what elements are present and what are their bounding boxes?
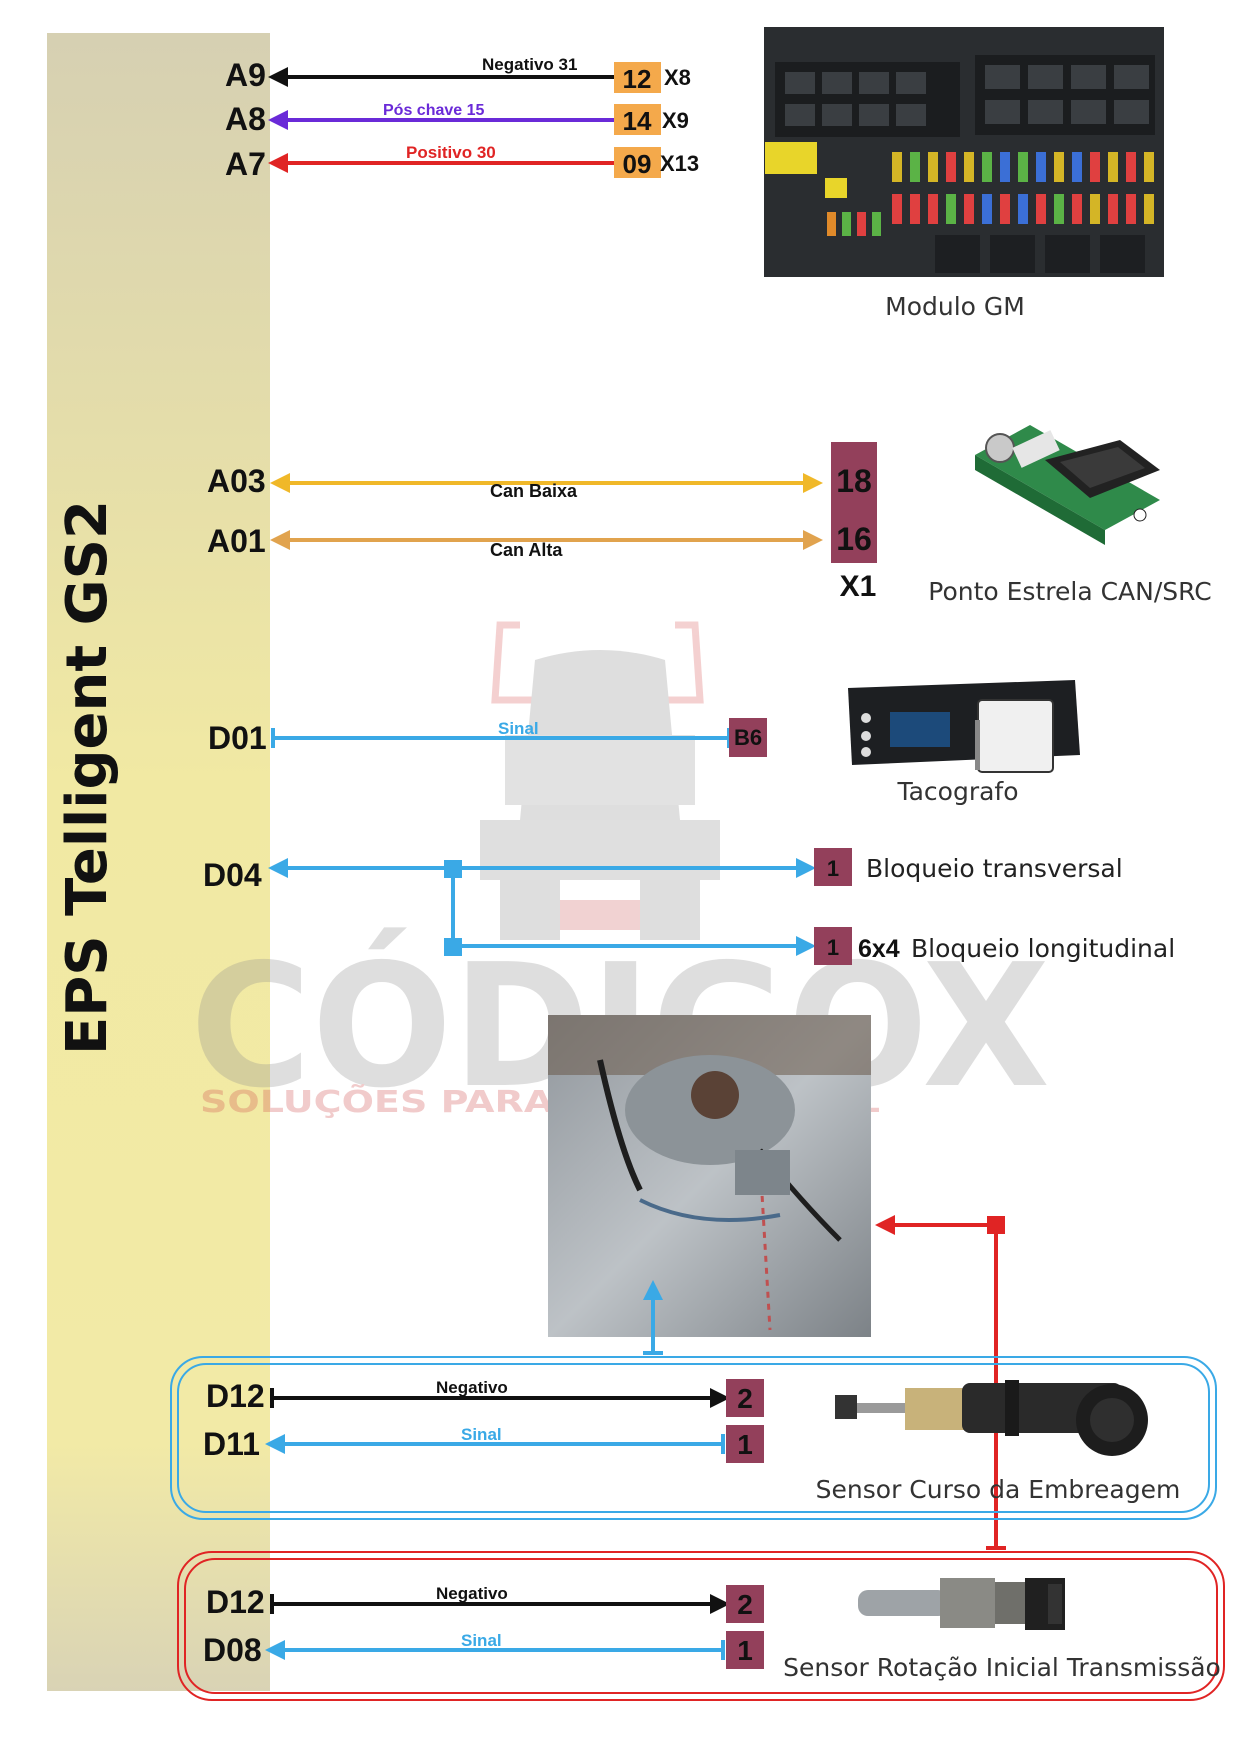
can-star-point-image [975, 425, 1160, 545]
terminal-lock-transversal [814, 848, 852, 886]
lock-longitudinal-prefix: 6x4 [858, 935, 900, 963]
clutch-section: D12 Negativo 2 D11 Sinal 1 Sensor Curso … [170, 1356, 1217, 1520]
tacho-caption: Tacografo [896, 777, 1018, 806]
connector-x9: X9 [662, 108, 689, 133]
wire-label-negativo-31: Negativo 31 [482, 55, 577, 74]
terminal-14-label: 14 [623, 106, 652, 136]
sidebar [47, 33, 270, 1691]
gm-section: A9 Negativo 31 12 X8 A8 Pós chave 15 14 … [225, 27, 1164, 321]
tachograph-image [848, 680, 1080, 773]
pin-a01: A01 [207, 523, 266, 559]
lock-transversal-label: Bloqueio transversal [866, 854, 1123, 883]
pin-d01: D01 [208, 720, 267, 756]
pin-d04: D04 [203, 857, 262, 893]
pin-d08: D08 [203, 1632, 262, 1668]
gm-caption: Modulo GM [885, 292, 1025, 321]
watermark: CÓDIGOX SOLUÇÕES PARA ELETRODIESEL [190, 621, 1050, 1126]
pin-a8: A8 [225, 101, 266, 137]
can-caption: Ponto Estrela CAN/SRC [928, 577, 1211, 606]
fuse-row [827, 152, 1154, 236]
speed-frame-outer [177, 1551, 1225, 1701]
wire-label-tacho-sinal: Sinal [498, 719, 539, 738]
terminal-clutch-2 [726, 1379, 764, 1417]
gearbox-image [548, 1015, 871, 1337]
wire-label-speed-sinal: Sinal [461, 1631, 502, 1650]
can-terminal-block [831, 442, 877, 563]
can-section: A03 Can Baixa A01 Can Alta 18 16 X1 Pont… [207, 425, 1212, 606]
terminal-speed-1 [726, 1631, 764, 1669]
wire-lock-junction-2 [444, 938, 462, 956]
terminal-b6 [729, 718, 767, 757]
terminal-18: 18 [836, 463, 872, 499]
terminal-lock-longitudinal [814, 927, 852, 965]
pin-a03: A03 [207, 463, 266, 499]
lock-longitudinal-label: Bloqueio longitudinal [911, 934, 1175, 963]
connector-x1: X1 [840, 570, 877, 603]
wire-label-can-baixa: Can Baixa [490, 481, 578, 501]
wire-lock-junction-1 [444, 860, 462, 878]
wire-label-speed-negativo: Negativo [436, 1584, 508, 1603]
page-title: EPS Telligent GS2 [55, 500, 120, 1055]
clutch-frame-inner [177, 1363, 1210, 1513]
speed-sensor-image [858, 1578, 1065, 1630]
terminal-09 [614, 147, 661, 178]
pin-d12-clutch: D12 [206, 1378, 265, 1414]
terminal-12-label: 12 [623, 64, 652, 94]
speed-caption: Sensor Rotação Inicial Transmissão [783, 1653, 1221, 1682]
clutch-frame-outer [170, 1356, 1217, 1520]
lock-section: D04 1 Bloqueio transversal 1 6x4 Bloquei… [203, 848, 1175, 965]
gm-module-image [764, 27, 1164, 277]
terminal-lock-longitudinal-label: 1 [827, 935, 839, 960]
speed-frame-inner [184, 1558, 1218, 1694]
terminal-12 [614, 62, 661, 93]
clutch-caption: Sensor Curso da Embreagem [816, 1475, 1181, 1504]
terminal-clutch-2-label: 2 [737, 1383, 753, 1414]
terminal-16: 16 [836, 521, 872, 557]
pin-a9: A9 [225, 57, 266, 93]
pin-d12-speed: D12 [206, 1584, 265, 1620]
terminal-speed-2-label: 2 [737, 1589, 753, 1620]
terminal-clutch-1-label: 1 [737, 1429, 753, 1460]
wire-label-positivo-30: Positivo 30 [406, 143, 496, 162]
pin-d11: D11 [203, 1426, 260, 1462]
terminal-speed-1-label: 1 [737, 1635, 753, 1666]
terminal-b6-label: B6 [734, 725, 762, 750]
terminal-lock-transversal-label: 1 [827, 856, 839, 881]
tacho-section: D01 Sinal B6 Tacografo [208, 680, 1080, 806]
wire-label-clutch-sinal: Sinal [461, 1425, 502, 1444]
speed-section: D12 Negativo 2 D08 Sinal 1 Sensor Rotaçã… [177, 1551, 1225, 1701]
terminal-14 [614, 104, 661, 135]
connector-x8: X8 [664, 65, 691, 90]
terminal-speed-2 [726, 1585, 764, 1623]
watermark-truck-icon [480, 621, 720, 940]
wire-label-can-alta: Can Alta [490, 540, 563, 560]
wire-label-clutch-negativo: Negativo [436, 1378, 508, 1397]
pin-a7: A7 [225, 146, 266, 182]
connector-x13: X13 [660, 151, 699, 176]
terminal-09-label: 09 [623, 149, 652, 179]
clutch-sensor-image [835, 1380, 1148, 1456]
terminal-clutch-1 [726, 1425, 764, 1463]
wire-label-pos-chave-15: Pós chave 15 [383, 102, 485, 119]
